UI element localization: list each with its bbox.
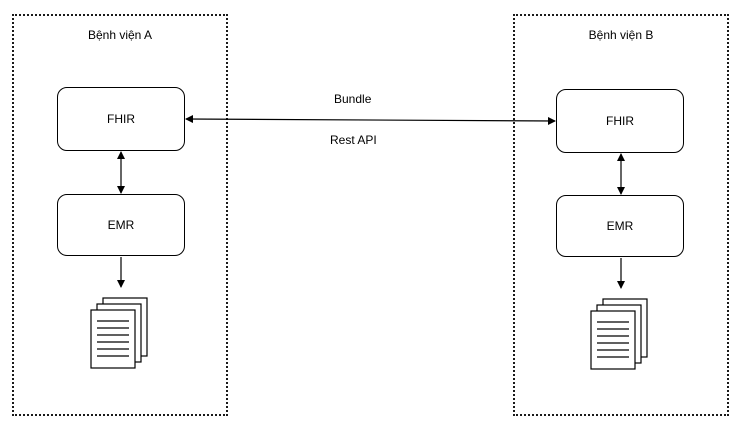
- exchange-top-label: Bundle: [334, 92, 372, 106]
- hospital-b-fhir-node: FHIR: [556, 89, 684, 153]
- hospital-b-document-stack-icon: [590, 298, 648, 370]
- hospital-a-fhir-node: FHIR: [57, 87, 185, 151]
- fhir-exchange-arrow: [185, 115, 556, 125]
- hospital-b-title: Bệnh viện B: [588, 28, 654, 42]
- hospital-a-document-stack-icon: [90, 297, 148, 369]
- hospital-b-emr-label: EMR: [606, 219, 634, 233]
- exchange-bottom-label: Rest API: [330, 133, 377, 147]
- hospital-b-fhir-label: FHIR: [606, 114, 634, 128]
- hospital-a-emr-label: EMR: [107, 218, 135, 232]
- hospital-a-fhir-label: FHIR: [107, 112, 135, 126]
- hospital-b-emr-node: EMR: [556, 195, 684, 257]
- hospital-b-boundary: Bệnh viện B: [513, 14, 729, 416]
- hospital-a-title: Bệnh viện A: [87, 28, 153, 42]
- hospital-a-boundary: Bệnh viện A: [12, 14, 228, 416]
- hospital-a-emr-node: EMR: [57, 194, 185, 256]
